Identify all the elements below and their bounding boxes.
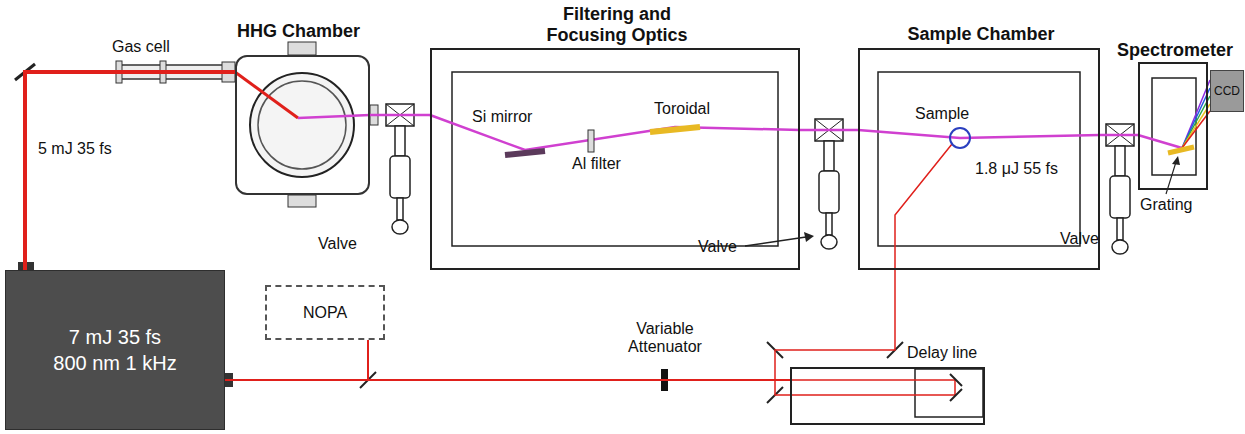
chamber-port — [288, 42, 316, 55]
grating — [1168, 147, 1194, 153]
nopa-label: NOPA — [303, 304, 347, 322]
spectrometer-box: Spectrometer — [1138, 62, 1208, 190]
chamber-port — [288, 195, 316, 207]
chamber-body — [250, 73, 354, 177]
sample-circle — [950, 128, 970, 148]
part-label: Grating — [1140, 196, 1192, 214]
part-label: Al filter — [572, 155, 621, 173]
xuv-beam — [858, 130, 1100, 138]
valve-label: Valve — [318, 235, 357, 253]
beam-connector — [225, 340, 368, 380]
chamber-title: Spectrometer — [1117, 40, 1233, 61]
chamber-title: Sample Chamber — [907, 24, 1054, 45]
part-label: Gas cell — [112, 38, 170, 56]
retro-mirror — [950, 374, 962, 386]
beam-connector — [1100, 134, 1138, 137]
toroidal-mirror — [650, 127, 700, 132]
beam-connector — [370, 114, 430, 117]
pump-beam — [895, 144, 952, 270]
valve-label: Valve — [698, 238, 737, 256]
pulse-spec: 1.8 μJ 55 fs — [975, 160, 1058, 178]
beam-connector — [25, 72, 235, 270]
inner-chamber — [878, 72, 1080, 246]
retro-mirror — [950, 389, 962, 401]
laser-source: 7 mJ 35 fs 800 nm 1 kHz — [5, 270, 225, 430]
spectrum-ray — [1182, 111, 1210, 148]
vacuum-valve — [386, 104, 414, 234]
part-label: Delay line — [907, 344, 977, 362]
part-label: Si mirror — [472, 108, 532, 126]
chamber-window — [258, 81, 346, 169]
arrow-head — [1172, 156, 1180, 165]
delay-line: Delay line — [790, 367, 985, 425]
spectrum-ray — [1182, 104, 1210, 148]
si-mirror — [505, 151, 545, 155]
beam-connector — [775, 270, 895, 395]
spectrum-ray — [1182, 96, 1210, 148]
leader-line — [745, 237, 806, 246]
part-label: Sample — [915, 105, 969, 123]
beam-connector — [800, 129, 858, 132]
valve-label: Valve — [1060, 230, 1099, 248]
inner-chamber — [452, 72, 778, 246]
pulse-spec: 5 mJ 35 fs — [38, 140, 112, 158]
nopa-box: NOPA — [265, 285, 385, 340]
xuv-beam — [298, 115, 370, 118]
inner-chamber — [1152, 78, 1196, 175]
chamber-title: Filtering and Focusing Optics — [532, 4, 702, 46]
part-label: Variable Attenuator — [615, 320, 715, 356]
laser-beam — [235, 72, 298, 118]
xuv-beam — [1138, 135, 1182, 148]
laser-spec: 7 mJ 35 fs 800 nm 1 kHz — [53, 324, 178, 376]
part-label: Toroidal — [654, 100, 710, 118]
hhg-chamber: HHG Chamber — [235, 55, 370, 195]
camera-label: CCD — [1214, 84, 1240, 98]
vacuum-valve — [815, 119, 843, 249]
arrow-head — [804, 232, 814, 242]
optics-box: Filtering and Focusing OpticsSi mirrorAl… — [430, 48, 800, 270]
al-filter — [588, 130, 594, 152]
beam-connector — [225, 379, 790, 381]
chamber-title: HHG Chamber — [237, 21, 360, 42]
spectrum-ray — [1182, 88, 1210, 148]
delay-stage — [915, 369, 983, 417]
vacuum-valve — [1106, 124, 1134, 254]
ccd-camera: CCD — [1210, 70, 1244, 112]
spectrum-ray — [1182, 80, 1210, 148]
delay-beam — [790, 380, 955, 395]
